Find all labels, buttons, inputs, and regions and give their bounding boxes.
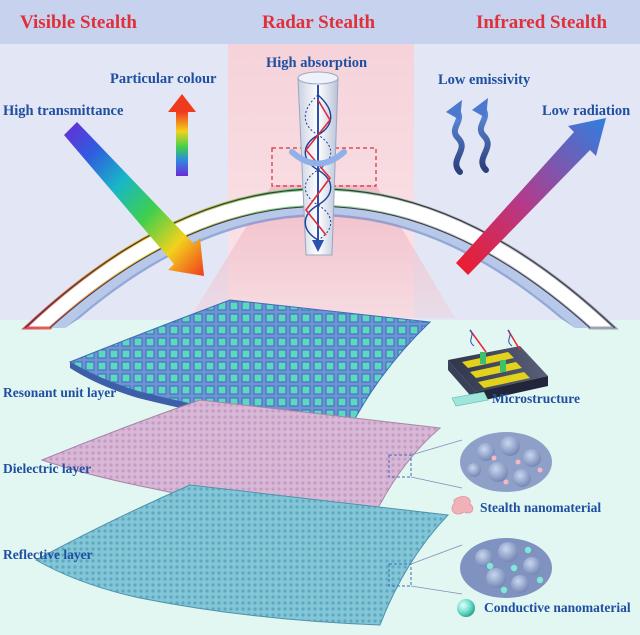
low-radiation-label: Low radiation — [542, 103, 631, 119]
low-emissivity-label: Low emissivity — [438, 72, 531, 88]
zoom-line — [410, 476, 463, 489]
zoom-line — [410, 585, 463, 595]
colour-arrow — [168, 94, 196, 176]
reflective-layer — [34, 484, 450, 626]
high-absorption-label: High absorption — [266, 55, 368, 71]
header-band — [0, 0, 640, 44]
infrared-stealth-heading: Infrared Stealth — [476, 12, 608, 33]
stealth-nanomaterial-inset — [451, 432, 552, 515]
particular-colour-label: Particular colour — [110, 71, 217, 87]
emissivity-arrows — [446, 98, 491, 175]
high-transmittance-label: High transmittance — [3, 103, 124, 119]
conductive-nanomaterial-inset — [457, 538, 552, 617]
radiation-arrow — [456, 118, 606, 275]
zoom-line — [410, 439, 463, 456]
conductive-nanomaterial-label: Conductive nanomaterial — [484, 600, 631, 615]
microstructure-label: Microstructure — [492, 391, 580, 406]
dielectric-layer-label: Dielectric layer — [3, 461, 92, 476]
radar-stealth-heading: Radar Stealth — [262, 12, 376, 33]
resonant-layer-label: Resonant unit layer — [3, 385, 117, 400]
reflective-layer-label: Reflective layer — [3, 547, 93, 562]
transmittance-arrow — [64, 122, 204, 276]
dielectric-zoom-box — [388, 454, 412, 478]
microstructure-inset — [448, 329, 548, 407]
radar-absorption-tube — [289, 71, 347, 256]
visible-stealth-heading: Visible Stealth — [20, 12, 137, 33]
stealth-nanomaterial-label: Stealth nanomaterial — [480, 500, 602, 515]
reflective-zoom-box — [388, 563, 412, 587]
zoom-line — [410, 544, 463, 565]
